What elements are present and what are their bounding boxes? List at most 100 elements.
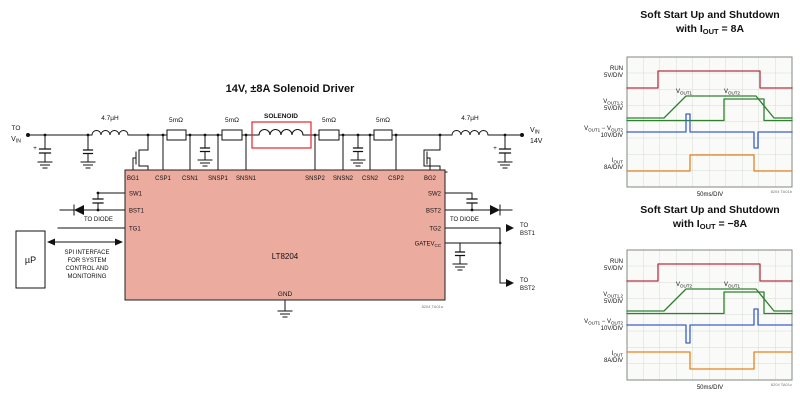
scope1-iout-trace bbox=[626, 154, 793, 172]
scope1-title-line1: Soft Start Up and Shutdown bbox=[640, 9, 779, 21]
to-bst1-label-line1: TO bbox=[520, 223, 529, 229]
scope-plot-2: Soft Start Up and Shutdown with IOUT = −… bbox=[584, 204, 793, 391]
pin-label-bst2: BST2 bbox=[426, 209, 442, 215]
solenoid-box bbox=[251, 121, 312, 149]
pin-label-tg1: TG1 bbox=[129, 227, 141, 233]
scope2-ch2-name: VOUT1,2 bbox=[603, 292, 623, 299]
junction-dots bbox=[26, 133, 524, 245]
scope1-ch3-name: VOUT1 − VOUT2 bbox=[584, 126, 623, 133]
microprocessor-block bbox=[15, 230, 46, 289]
resistor-4-value: 5mΩ bbox=[376, 117, 390, 124]
to-bst2-label-line2: BST2 bbox=[520, 286, 536, 292]
pin-label-gnd: GND bbox=[278, 291, 293, 298]
spi-caption-line2: FOR SYSTEM bbox=[67, 258, 106, 264]
cap-plus-left: + bbox=[33, 145, 37, 152]
spi-arrow-right-icon bbox=[115, 238, 123, 246]
pin-label-gatevcc: GATEVCC bbox=[415, 242, 442, 249]
pin-label-snsn2: SNSN2 bbox=[333, 176, 354, 182]
mosfet-symbols bbox=[132, 134, 441, 173]
scope1-ch1-name: RUN bbox=[610, 66, 623, 72]
scope2-ch1-name: RUN bbox=[610, 259, 623, 265]
scope2-title-line1: Soft Start Up and Shutdown bbox=[640, 204, 779, 216]
pin-label-snsn1: SNSN1 bbox=[236, 176, 257, 182]
scope1-ch1-scale: 5V/DIV bbox=[604, 73, 623, 79]
scope2-ch2-scale: 5V/DIV bbox=[604, 299, 623, 305]
scope1-vout1-trace bbox=[626, 95, 793, 119]
scope-plot-1: Soft Start Up and Shutdown with IOUT = 8… bbox=[584, 9, 793, 198]
pin-label-csn2: CSN2 bbox=[362, 176, 379, 182]
scope2-figure-note: 8204 TA01c bbox=[771, 382, 792, 387]
arrow-to-bst2-icon bbox=[506, 279, 514, 287]
inductor-left-value: 4.7µH bbox=[101, 115, 119, 122]
scope1-inner-label-a: VOUT1 bbox=[676, 89, 693, 96]
to-vin-label-line2: VIN bbox=[11, 136, 21, 145]
schematic-figure-note: 8204 TA01a bbox=[422, 304, 444, 309]
diode-right-icon bbox=[490, 205, 500, 215]
pin-label-bg1: BG1 bbox=[127, 176, 140, 182]
scope2-vout2-trace bbox=[626, 288, 793, 312]
scope2-ch3-name: VOUT1 − VOUT2 bbox=[584, 319, 623, 326]
scope2-ch4-name: IOUT bbox=[612, 351, 623, 358]
scope1-inner-label-b: VOUT2 bbox=[724, 89, 741, 96]
arrow-to-bst1-icon bbox=[506, 224, 514, 232]
to-bst2-label-line1: TO bbox=[520, 278, 529, 284]
scope1-ch3-scale: 10V/DIV bbox=[601, 133, 623, 139]
scope1-ch4-name: IOUT bbox=[612, 158, 623, 165]
resistor-1-value: 5mΩ bbox=[169, 117, 183, 124]
pin-label-snsp2: SNSP2 bbox=[305, 176, 325, 182]
scope2-title-line2: with IOUT = −8A bbox=[672, 218, 748, 231]
cap-plus-right: + bbox=[493, 145, 497, 152]
scope1-title-line2: with IOUT = 8A bbox=[675, 23, 744, 36]
scope1-grid bbox=[627, 57, 792, 187]
vin-label: VIN bbox=[530, 127, 540, 136]
pin-label-bst1: BST1 bbox=[129, 209, 145, 215]
to-diode-right-label: TO DIODE bbox=[450, 217, 479, 223]
solenoid-label: SOLENOID bbox=[264, 113, 298, 120]
scope2-ch1-scale: 5V/DIV bbox=[604, 266, 623, 272]
inductor-right-value: 4.7µH bbox=[461, 115, 479, 122]
pin-label-snsp1: SNSP1 bbox=[208, 176, 228, 182]
spi-caption-line3: CONTROL AND bbox=[65, 266, 109, 272]
spi-arrow-left-icon bbox=[47, 238, 55, 246]
sense-resistor-4 bbox=[373, 129, 393, 141]
vin-value: 14V bbox=[530, 138, 543, 145]
pin-label-tg2: TG2 bbox=[429, 227, 441, 233]
scope1-figure-note: 8204 TA01b bbox=[771, 189, 793, 194]
schematic: 14V, ±8A Solenoid Driver bbox=[11, 83, 543, 318]
sense-resistor-1 bbox=[166, 129, 187, 141]
scope2-run-trace bbox=[626, 263, 793, 282]
scope2-diff-trace bbox=[626, 308, 793, 344]
scope1-time-scale: 50ms/DIV bbox=[697, 192, 723, 198]
diode-left-icon bbox=[74, 205, 84, 215]
scope1-ch4-scale: 8A/DIV bbox=[604, 165, 623, 171]
scope2-iout-trace bbox=[626, 351, 793, 370]
scope1-run-trace bbox=[626, 70, 793, 89]
pin-label-csp2: CSP2 bbox=[388, 176, 404, 182]
scope1-diff-trace bbox=[626, 113, 793, 149]
scope2-vout1-trace bbox=[626, 291, 793, 315]
to-vin-label-line1: TO bbox=[12, 125, 21, 132]
pin-stub-wires bbox=[162, 134, 397, 171]
resistor-3-value: 5mΩ bbox=[322, 117, 336, 124]
scope2-time-scale: 50ms/DIV bbox=[697, 385, 723, 391]
pin-label-sw1: SW1 bbox=[129, 192, 143, 198]
spi-caption-line1: SPI INTERFACE bbox=[64, 250, 109, 256]
ic-part-number: LT8204 bbox=[272, 252, 299, 261]
schematic-title: 14V, ±8A Solenoid Driver bbox=[226, 83, 355, 95]
to-bst1-label-line2: BST1 bbox=[520, 231, 536, 237]
scope2-ch4-scale: 8A/DIV bbox=[604, 358, 623, 364]
scope2-inner-label-b: VOUT1 bbox=[724, 282, 741, 289]
pin-label-bg2: BG2 bbox=[424, 176, 437, 182]
capacitor-wires bbox=[44, 134, 506, 312]
sense-resistor-3 bbox=[318, 129, 340, 141]
scope1-vout2-trace bbox=[626, 98, 793, 122]
ic-block bbox=[124, 169, 446, 301]
resistor-2-value: 5mΩ bbox=[225, 117, 239, 124]
scope2-grid-border bbox=[626, 249, 793, 381]
to-diode-left-label: TO DIODE bbox=[84, 217, 113, 223]
pin-label-csp1: CSP1 bbox=[155, 176, 171, 182]
scope2-inner-label-a: VOUT2 bbox=[676, 282, 693, 289]
microprocessor-label: µP bbox=[25, 255, 36, 265]
